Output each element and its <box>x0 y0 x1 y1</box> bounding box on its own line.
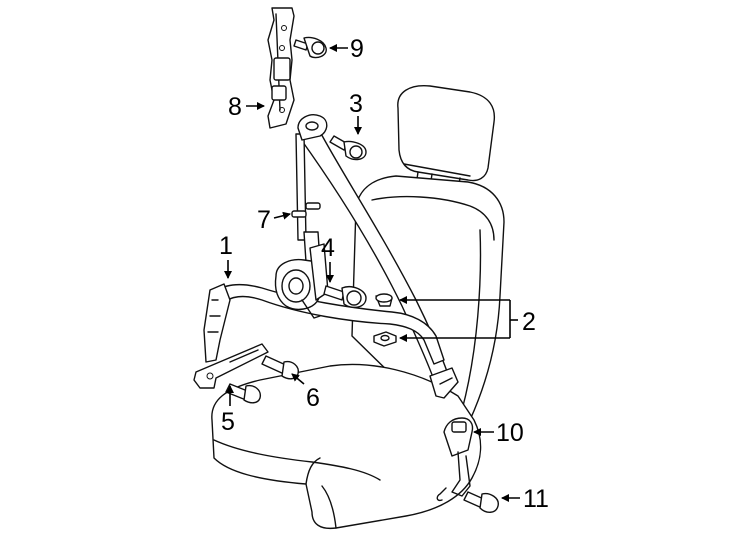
callout-2: 2 <box>522 308 536 336</box>
seat-backrest <box>351 175 505 429</box>
callout-labels: 1 2 3 4 5 6 7 8 9 10 11 <box>219 35 549 513</box>
callout-7: 7 <box>257 206 271 234</box>
callout-10: 10 <box>496 419 524 447</box>
leader-lines <box>224 44 520 502</box>
belt-webbing <box>213 127 459 399</box>
callout-1: 1 <box>219 232 233 260</box>
d-ring-part <box>297 114 328 141</box>
fasteners-2 <box>373 293 397 347</box>
buckle-part <box>436 417 474 502</box>
callout-4: 4 <box>321 234 335 262</box>
lap-anchor-part <box>193 283 269 389</box>
callout-11: 11 <box>523 485 549 513</box>
bolt-4 <box>323 285 367 309</box>
callout-9: 9 <box>350 35 364 63</box>
height-adjuster-part <box>267 7 295 129</box>
bolt-9 <box>293 36 327 59</box>
headrest <box>397 85 496 182</box>
bolt-11 <box>463 491 499 513</box>
callout-8: 8 <box>228 93 242 121</box>
callout-5: 5 <box>221 408 235 436</box>
callout-6: 6 <box>306 384 320 412</box>
seat-outline <box>211 85 505 530</box>
callout-3: 3 <box>349 90 363 118</box>
bolt-3 <box>329 135 367 161</box>
clip-part <box>291 202 321 218</box>
